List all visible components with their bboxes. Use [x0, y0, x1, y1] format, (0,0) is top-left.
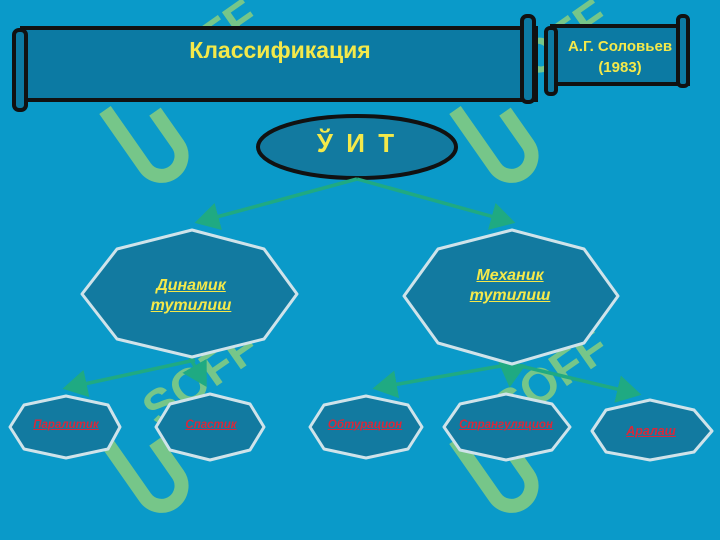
leaf-label-paralytic: Паралитик: [33, 419, 99, 431]
root-node: [256, 114, 458, 180]
group-node-dynamic: [80, 228, 299, 359]
leaf-label-spastic: Спастик: [185, 419, 237, 431]
leaf-label-obturation: Обтурацион: [327, 419, 403, 431]
group-label-mechanical: Механик тутилиш: [469, 267, 551, 304]
leaf-label-strangulation: Странгуляцион: [459, 419, 553, 431]
author-scroll: [544, 14, 690, 96]
group-node-mechanical: [402, 228, 620, 366]
group-label-dynamic: Динамик тутилиш: [150, 277, 232, 314]
slide-title: Классификация: [189, 37, 371, 63]
leaf-label-mixed: Аралаш: [626, 424, 676, 438]
leaf-node-mixed: [590, 398, 714, 462]
leaf-node-spastic: [154, 392, 266, 462]
title-scroll: [12, 14, 538, 112]
leaf-node-obturation: [308, 394, 424, 460]
root-node-label: Ў И Т: [316, 128, 398, 158]
leaf-node-strangulation: [442, 392, 572, 462]
leaf-node-paralytic: [8, 394, 122, 460]
connector-arrows: [62, 177, 642, 403]
author-citation: А.Г. Соловьев (1983): [567, 38, 673, 76]
